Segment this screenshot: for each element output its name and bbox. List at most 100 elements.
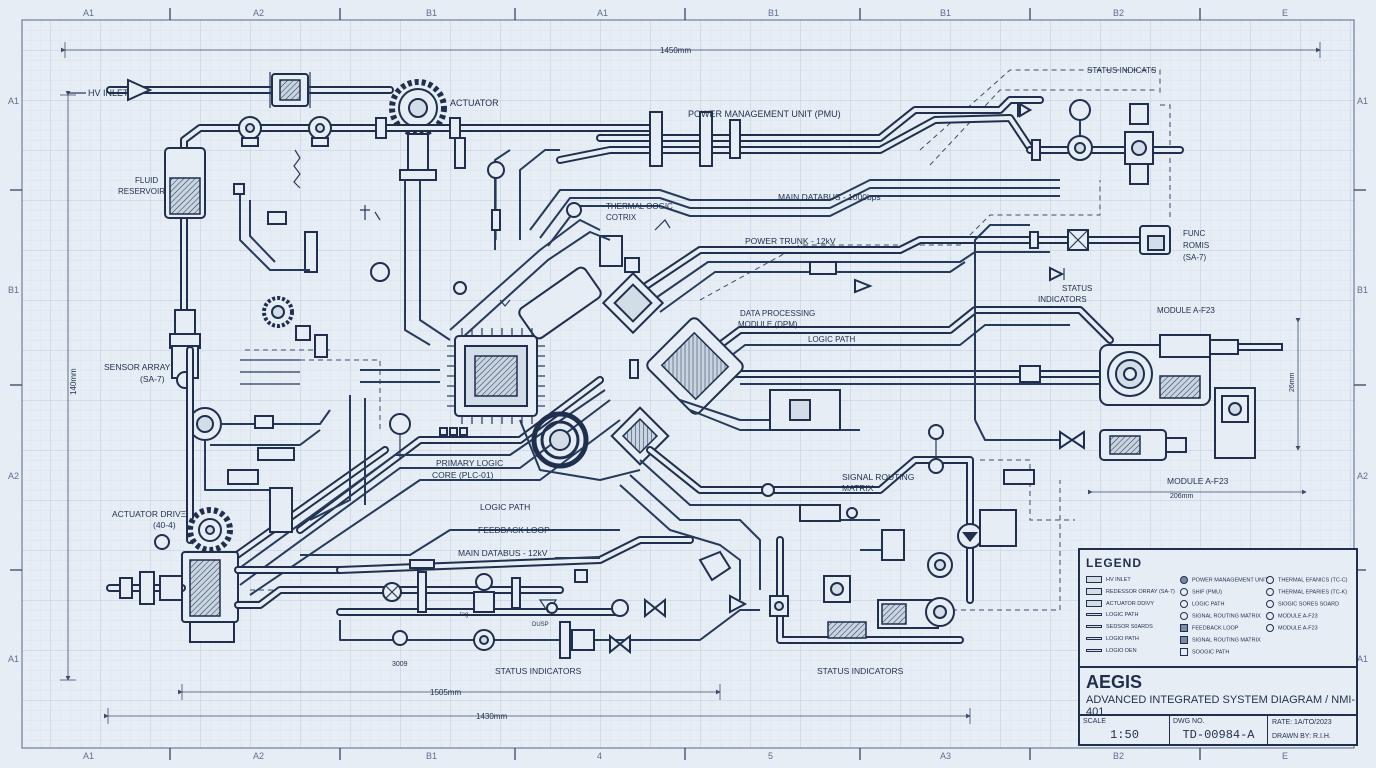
label-func-3: (SA-7) — [1183, 253, 1206, 262]
main-databus-bottom — [300, 529, 760, 659]
module-a-f23-top — [1099, 334, 1283, 459]
legend-item: REDESSOR ORRAY (SA-7) — [1086, 588, 1175, 595]
legend-item: THERMAL EPARIES (TC-K) — [1266, 588, 1347, 596]
legend-item: THERMAL EFANICS (TC-C) — [1266, 576, 1347, 584]
label-primary-1: PRIMARY LOGIC — [436, 458, 503, 468]
label-sensor-1: SENSOR ARRAY — [104, 362, 171, 372]
label-status-top: STATUS INDICATS — [1087, 66, 1156, 75]
dim-module-height: 26mm — [1289, 372, 1296, 392]
zone-top-1: A1 — [83, 8, 94, 18]
label-3009: 3009 — [392, 661, 408, 668]
dimension-lines — [60, 42, 1321, 724]
company-name: AEGIS — [1086, 672, 1143, 692]
label-tag: tag — [460, 612, 468, 618]
legend-item: SHIF (PMU) — [1180, 588, 1222, 596]
zone-right-1: A1 — [1357, 96, 1368, 106]
label-power-trunk: POWER TRUNK - 12kV — [745, 236, 836, 246]
label-module-top: MODULE A-F23 — [1157, 306, 1215, 315]
legend-item: LOGIC PATH — [1180, 600, 1225, 608]
label-module-bottom: MODULE A-F23 — [1167, 476, 1229, 486]
label-fluid-reservoir-1: FLUID — [135, 176, 158, 185]
dwg-label: DWG NO. — [1173, 718, 1205, 725]
legend-item: MODULE A-F23 — [1266, 612, 1318, 620]
zone-left-2: B1 — [8, 285, 19, 295]
label-main-databus-bottom: MAIN DATABUS - 12kV — [458, 548, 548, 558]
zone-top-3: B1 — [426, 8, 437, 18]
label-logic-path-top: LOGIC PATH — [808, 335, 855, 344]
zone-top-5: B1 — [768, 8, 779, 18]
diagonal-bus — [226, 180, 621, 596]
module-a-f23-bottom — [1099, 429, 1187, 461]
label-status-bottom-left: STATUS INDICATORS — [495, 666, 582, 676]
title-block-name: AEGIS ADVANCED INTEGRATED SYSTEM DIAGRAM… — [1080, 666, 1356, 718]
hv-inlet-pipe — [106, 72, 394, 108]
dim-top: 1450mm — [660, 46, 691, 55]
zone-bottom-1: A1 — [83, 751, 94, 761]
scale-label: SCALE — [1083, 718, 1106, 725]
legend-item: MODULE A-F23 — [1266, 624, 1318, 632]
label-func-2: ROMIS — [1183, 241, 1209, 250]
label-status-mid-2: INDICATORS — [1038, 295, 1087, 304]
legend-title: LEGEND — [1086, 556, 1143, 570]
actuator-gear — [389, 79, 447, 137]
zone-left-1: A1 — [8, 96, 19, 106]
label-pmu: POWER MANAGEMENT UNIT (PMU) — [688, 109, 841, 119]
logic-path-bus — [696, 224, 1114, 450]
label-status-mid-1: STATUS — [1062, 284, 1092, 293]
zone-top-6: B1 — [940, 8, 951, 18]
label-sensor-2: (SA-7) — [140, 374, 165, 384]
dwg-cell: DWG NO. TD-00984-A — [1170, 716, 1268, 746]
label-dpm-1: DATA PROCESSING — [740, 309, 815, 318]
zone-bottom-2: A2 — [253, 751, 264, 761]
border — [21, 19, 1355, 749]
label-actuator-drive-1: ACTUATOR DRIVΞ — [112, 509, 187, 519]
zone-top-4: A1 — [597, 8, 608, 18]
zone-bottom-6: A3 — [940, 751, 951, 761]
zone-bottom-4: 4 — [597, 751, 602, 761]
dim-bottom-inner: 1505mm — [430, 688, 461, 697]
zone-bottom-7: B2 — [1113, 751, 1124, 761]
label-hv-inlet: HV INLET — [88, 88, 129, 98]
legend-item: SIOGIC SORES SOARD — [1266, 600, 1339, 608]
zone-right-3: A2 — [1357, 471, 1368, 481]
label-actuator-drive-2: (40-4) — [153, 520, 176, 530]
label-dpm-2: MODULE (DPM) — [738, 320, 798, 329]
power-trunk — [636, 225, 1171, 313]
label-status-bottom-right: STATUS INDICATORS — [817, 666, 904, 676]
legend-item: LOGIO PATH — [1086, 636, 1139, 642]
label-signal-2: MATRIX — [842, 483, 874, 493]
label-feedback: FEEDBACK LOOP — [478, 525, 550, 535]
legend-item: LOGIC PATH — [1086, 612, 1139, 618]
lower-right-bus — [619, 389, 1035, 644]
label-logic-path-bottom: LOGIC PATH — [480, 502, 530, 512]
label-func-1: FUNC — [1183, 229, 1205, 238]
zone-left-4: A1 — [8, 654, 19, 664]
left-components — [171, 149, 411, 544]
pmu-pipe — [556, 96, 1184, 185]
misc-symbols — [453, 102, 1032, 379]
zone-bottom-5: 5 — [768, 751, 773, 761]
label-main-databus-top: MAIN DATABUS - 1000bps — [778, 192, 881, 202]
dim-left: 140mm — [69, 368, 78, 395]
drawn-by-value: DRAWN BY: R.I.H. — [1272, 733, 1331, 740]
title-block: LEGEND HV INLET REDESSOR ORRAY (SA-7) AC… — [1078, 548, 1358, 746]
legend-item: SIGNAL ROUTING MATRIX — [1180, 612, 1261, 620]
legend-item: LOGIO DEN — [1086, 648, 1137, 654]
label-thermal-2: COTRIX — [606, 213, 637, 222]
dwg-value: TD-00984-A — [1182, 728, 1255, 742]
label-fluid-reservoir-2: RESERVOIR — [118, 187, 165, 196]
label-actuator: ACTUATOR — [450, 98, 499, 108]
label-dusp: DUSP — [532, 622, 549, 628]
label-signal-1: SIGNAL ROUTING — [842, 472, 914, 482]
legend-item: SEDSOR S0ARDS — [1086, 624, 1153, 630]
zone-top-7: B2 — [1113, 8, 1124, 18]
legend-item: POWER MANAGEMENT UNIT — [1180, 576, 1268, 584]
legend-item: HV INLET — [1086, 576, 1131, 583]
legend-item: SIGNAL ROUTING MATRIX — [1180, 636, 1261, 644]
scale-cell: SCALE 1:50 — [1080, 716, 1170, 746]
label-primary-2: CORE (PLC-01) — [432, 470, 494, 480]
zone-left-3: A2 — [8, 471, 19, 481]
zone-top-8: E — [1282, 8, 1288, 18]
